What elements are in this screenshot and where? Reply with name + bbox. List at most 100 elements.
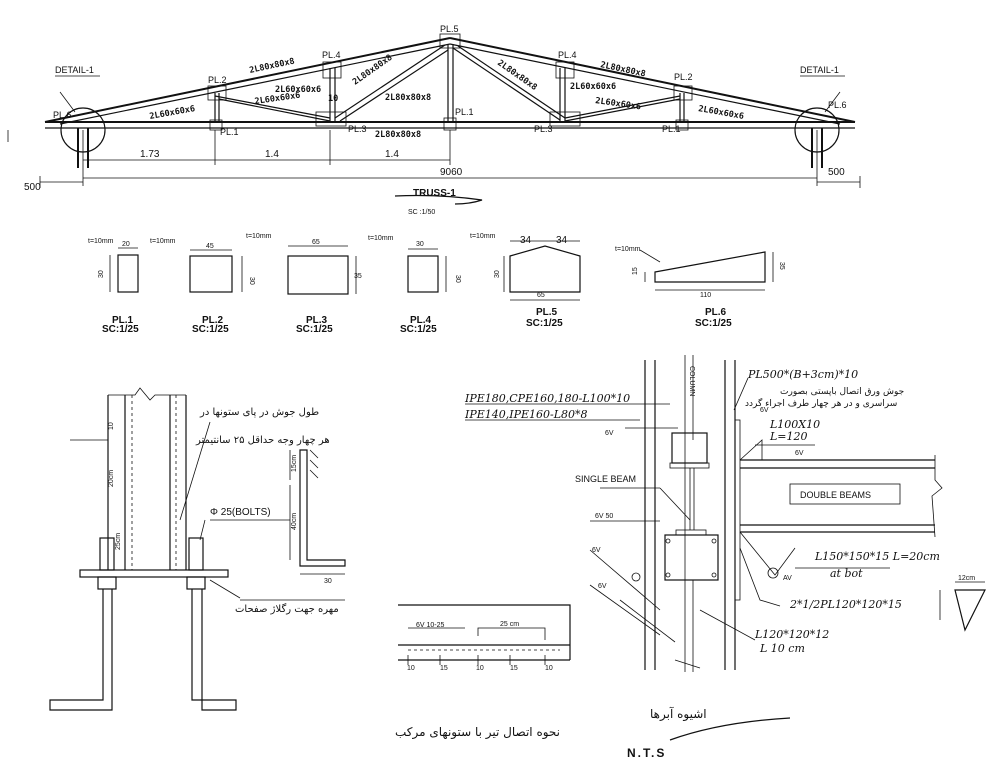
weld-tick-0: 10 bbox=[407, 665, 415, 672]
double-beams-box bbox=[789, 483, 901, 505]
pl5-thickness: t=10mm bbox=[470, 233, 496, 240]
label-end-chord-right: 2L60x60x6 bbox=[697, 104, 744, 122]
nut-left bbox=[99, 537, 115, 571]
double-beams-label: DOUBLE BEAMS bbox=[800, 490, 871, 500]
pl4-scale: SC:1/25 bbox=[400, 324, 437, 335]
dim-10: 10 bbox=[108, 422, 115, 430]
pl1-scale: SC:1/25 bbox=[102, 324, 139, 335]
dim-1-4-a: 1.4 bbox=[265, 149, 279, 160]
plate-pl1-shape bbox=[117, 254, 139, 293]
weld-6v-left: 6V bbox=[605, 430, 614, 437]
weld-top-label: 6V 10-25 bbox=[416, 622, 445, 629]
top-chord-right bbox=[449, 37, 856, 123]
pl6-name: PL.6 bbox=[705, 307, 727, 318]
dim-25: 25cm bbox=[115, 533, 122, 550]
gusset-pl2-right bbox=[673, 85, 693, 101]
bolt-elevation bbox=[299, 449, 346, 567]
dim-overhang-right: 500 bbox=[828, 167, 845, 178]
weld-tick-1: 15 bbox=[440, 665, 448, 672]
weld-caption: نحوه اتصال تیر با ستونهای مرکب bbox=[395, 725, 560, 740]
stiffener-width: 12cm bbox=[958, 575, 975, 582]
dim-30: 30 bbox=[324, 578, 332, 585]
label-detail-right: DETAIL-1 bbox=[800, 65, 839, 75]
column-label: COLUMN bbox=[688, 366, 695, 396]
pl5-height: 30 bbox=[494, 270, 501, 278]
label-post: 10 bbox=[328, 94, 338, 104]
label-pl1-right: PL.1 bbox=[662, 124, 681, 134]
pl3-name: PL.3 bbox=[306, 315, 328, 326]
pl2-width: 45 bbox=[206, 243, 214, 250]
label-diag-left-2: 2L60x60x6 bbox=[275, 85, 321, 95]
pl2-scale: SC:1/25 bbox=[192, 324, 229, 335]
bolts-spec: Φ 25(BOLTS) bbox=[210, 507, 271, 518]
anchor-bolt-right bbox=[191, 589, 237, 711]
pl4-thickness: t=10mm bbox=[368, 235, 394, 242]
label-pl2-right: PL.2 bbox=[674, 72, 693, 82]
weld-tick-2: 10 bbox=[476, 665, 484, 672]
dim-15: 15cm bbox=[291, 455, 298, 472]
gusset-pl1-left bbox=[209, 119, 223, 131]
pl6-height-2: 35 bbox=[778, 262, 785, 270]
section-spec-2: IPE140,IPE160-L80*8 bbox=[464, 408, 588, 421]
nut-right-bottom bbox=[186, 576, 206, 590]
pl1-thickness: t=10mm bbox=[88, 238, 114, 245]
pl-spec: PL500*(B+3cm)*10 bbox=[747, 368, 858, 381]
gusset-pl4-right bbox=[555, 61, 575, 79]
gusset-pl1-right bbox=[675, 119, 689, 131]
truss-title: TRUSS-1 bbox=[413, 188, 456, 199]
label-detail-left: DETAIL-1 bbox=[55, 65, 94, 75]
nut-right bbox=[188, 537, 204, 571]
pl1-name: PL.1 bbox=[112, 315, 134, 326]
plates-note: 2*1/2PL120*120*15 bbox=[789, 598, 902, 611]
pl5-w1: 34 bbox=[520, 235, 532, 246]
label-pl6-right: PL.6 bbox=[828, 100, 847, 110]
pl5-w2: 34 bbox=[556, 235, 568, 246]
label-pl1-left: PL.1 bbox=[220, 127, 239, 137]
pl-note-2: سراسری و در هر چهار طرف اجراء گردد bbox=[745, 397, 897, 409]
nts-label: N.T.S bbox=[627, 746, 666, 760]
bottom-angle-spec: L150*150*15 L=20cm bbox=[814, 550, 940, 563]
plate-pl2-shape bbox=[189, 255, 233, 293]
pl6-thickness: t=10mm bbox=[615, 246, 641, 253]
label-pl1-mid: PL.1 bbox=[455, 107, 474, 117]
truss-elevation: 2L80x80x8 2L80x80x8 2L60x60x6 2L60x60x6 … bbox=[7, 24, 861, 216]
pl6-width: 110 bbox=[700, 292, 711, 299]
pl3-thickness: t=10mm bbox=[246, 233, 272, 240]
dim-40: 40cm bbox=[291, 513, 298, 530]
plate-pl5-shape bbox=[509, 245, 581, 293]
weld-tick-4: 10 bbox=[545, 665, 553, 672]
pl4-name: PL.4 bbox=[410, 315, 432, 326]
dim-1-73: 1.73 bbox=[140, 149, 160, 160]
pl3-scale: SC:1/25 bbox=[296, 324, 333, 335]
base-note-2: هر چهار وجه حداقل ۲۵ سانتیمتر bbox=[195, 435, 330, 446]
dim-overhang-left: 500 bbox=[24, 182, 41, 193]
anchor-bolt-left bbox=[49, 589, 113, 711]
column-beam-detail: COLUMN PL500*(B+3cm)*10 جوش ورق اتصال با… bbox=[464, 355, 986, 760]
label-web-mid: 2L80x80x8 bbox=[385, 93, 431, 103]
weld-6v50: 6V 50 bbox=[595, 513, 613, 520]
section-spec-1: IPE180,CPE160,180-L100*10 bbox=[464, 392, 630, 405]
signature-text: اشیوه آبرها bbox=[650, 706, 707, 722]
pl6-scale: SC:1/25 bbox=[695, 318, 732, 329]
nut-note: مهره جهت رگلاژ صفحات bbox=[235, 603, 339, 615]
label-top-chord-left: 2L80x80x8 bbox=[249, 57, 296, 76]
pl-note-1: جوش ورق اتصال باپستی بصورت bbox=[780, 387, 904, 397]
gusset-pl5 bbox=[439, 33, 461, 49]
weld-6v-beam: 6V bbox=[795, 450, 804, 457]
label-end-chord-left: 2L60x60x6 bbox=[149, 104, 196, 122]
label-pl6-left: PL.6 bbox=[53, 110, 72, 120]
label-pl3-left: PL.3 bbox=[348, 124, 367, 134]
pl1-height: 30 bbox=[98, 270, 105, 278]
weld-6v-right: 6V bbox=[760, 407, 769, 414]
pl2-name: PL.2 bbox=[202, 315, 224, 326]
weld-6v-lower: 6V bbox=[592, 547, 601, 554]
label-pl3-right: PL.3 bbox=[534, 124, 553, 134]
weld-6v-bottom: 6V bbox=[598, 583, 607, 590]
weld-tick-3: 15 bbox=[510, 665, 518, 672]
gusset-pl2-left bbox=[207, 85, 227, 101]
pl6-height-1: 15 bbox=[632, 267, 639, 275]
av-label: AV bbox=[783, 575, 792, 582]
pl3-width: 65 bbox=[312, 239, 320, 246]
label-pl4-left: PL.4 bbox=[322, 50, 341, 60]
